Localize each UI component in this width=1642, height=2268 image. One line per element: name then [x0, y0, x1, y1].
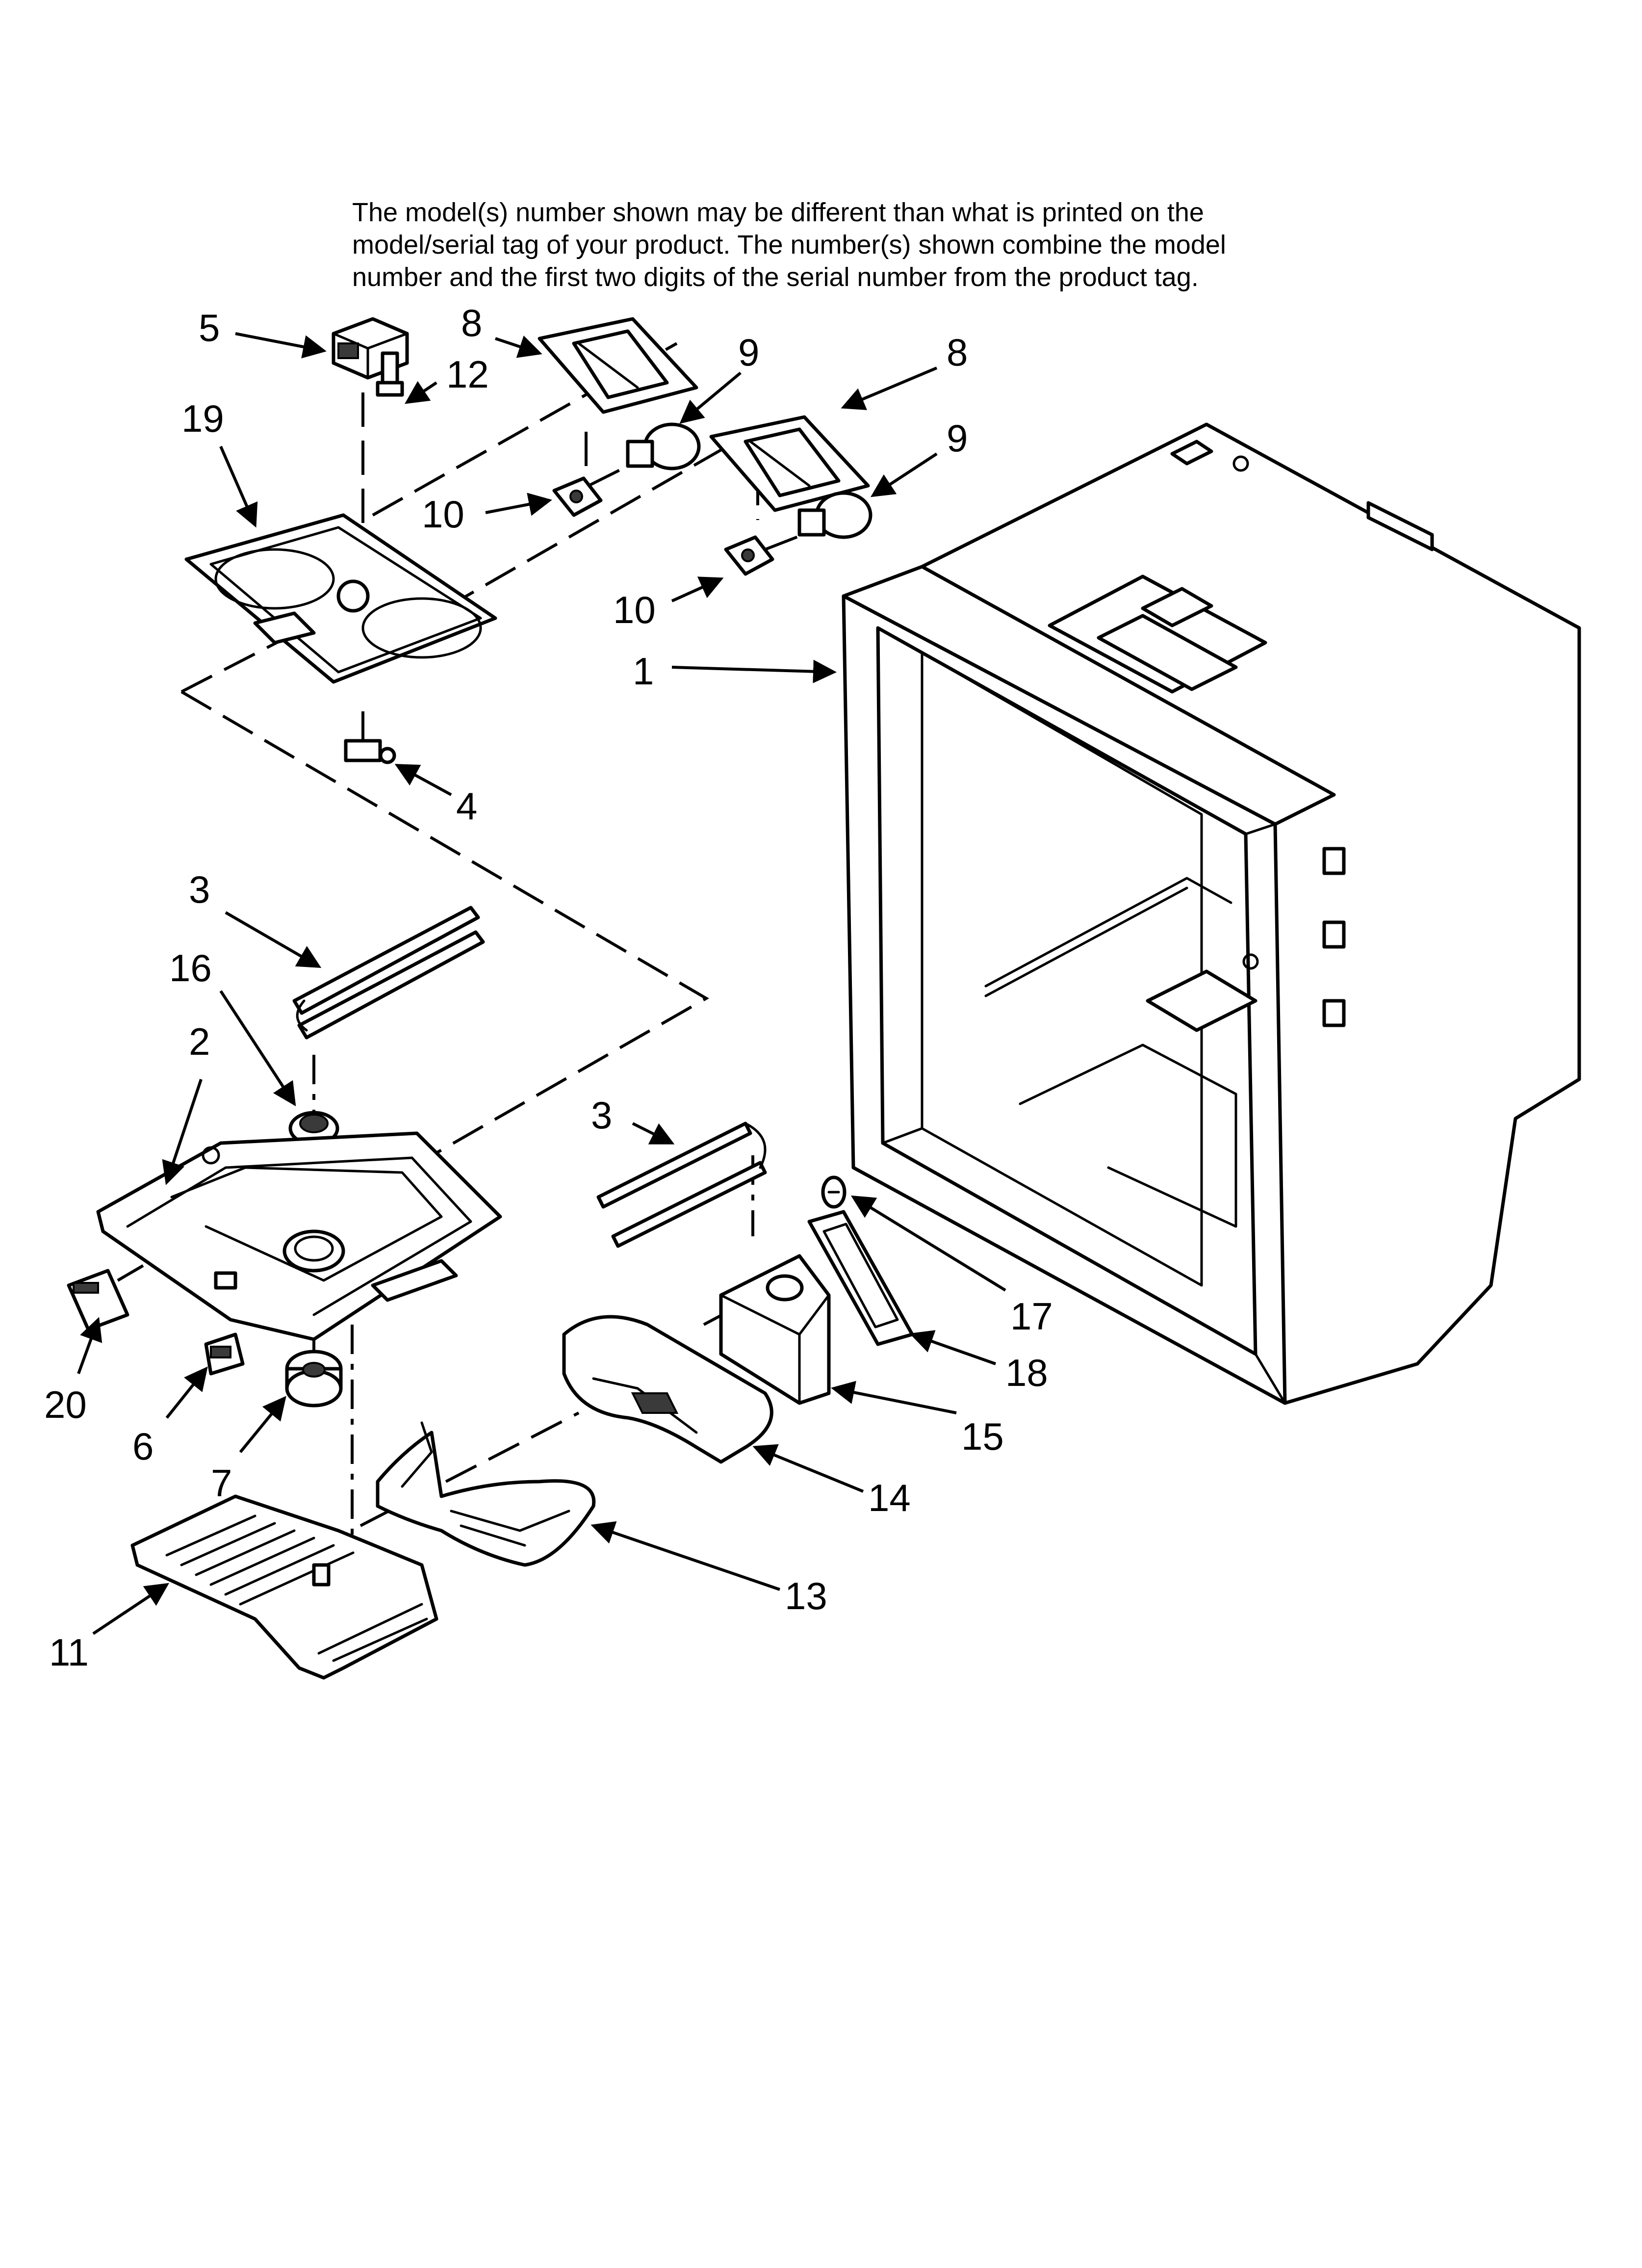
callout-number: 17 [1010, 1295, 1053, 1338]
callout-number: 3 [591, 1094, 612, 1137]
control-housing [719, 1254, 831, 1405]
callout-number: 20 [44, 1383, 87, 1426]
notice-line: The model(s) number shown may be differe… [352, 198, 1204, 227]
base-grille [130, 1494, 438, 1680]
air-duct-cover [562, 1315, 773, 1464]
callout-number: 15 [961, 1415, 1004, 1458]
callout-number: 11 [49, 1631, 89, 1674]
notice-line: number and the first two digits of the s… [352, 262, 1199, 292]
light-shield [709, 415, 870, 512]
callout-number: 8 [461, 301, 482, 344]
light-bulb [626, 422, 701, 470]
liner-cabinet [842, 422, 1581, 1405]
callout-number: 10 [613, 588, 656, 631]
air-scoop [376, 1421, 596, 1567]
light-bulb [797, 491, 872, 539]
callout-leaders [77, 332, 1006, 1635]
lamp-socket [552, 476, 603, 517]
callout-number: 7 [211, 1461, 232, 1505]
callout-number: 13 [785, 1574, 827, 1617]
callout-number: 2 [189, 1020, 210, 1063]
callout-number: 1 [633, 650, 654, 693]
callout-number: 16 [169, 946, 212, 990]
callout-labels: 5 8 12 9 8 19 9 10 10 1 4 3 16 2 3 17 18… [44, 301, 1053, 1674]
cover-clip [67, 1269, 129, 1331]
callout-number: 14 [868, 1476, 911, 1519]
light-housing-tray [184, 513, 497, 684]
drawer-slide-rail [292, 906, 485, 1040]
callout-number: 18 [1005, 1351, 1048, 1394]
model-number-notice: The model(s) number shown may be differe… [352, 196, 1480, 293]
socket-clip [344, 739, 396, 764]
screw [376, 351, 404, 397]
callout-number: 6 [132, 1425, 154, 1468]
callout-number: 19 [181, 397, 224, 440]
callout-number: 9 [947, 417, 968, 460]
callout-number: 3 [189, 868, 210, 911]
drawer-slide-rail [596, 1121, 767, 1248]
callout-number: 8 [947, 331, 968, 374]
callout-number: 5 [199, 306, 220, 349]
notice-line: model/serial tag of your product. The nu… [352, 230, 1226, 260]
rocker-switch [204, 1332, 245, 1376]
pantry-cover-base [96, 1131, 502, 1341]
callout-number: 4 [456, 784, 477, 828]
light-shield [538, 317, 698, 414]
lamp-socket [724, 535, 774, 576]
callout-number: 9 [738, 331, 759, 374]
motor-hub [285, 1350, 343, 1408]
callout-number: 12 [446, 353, 489, 396]
callout-number: 10 [422, 493, 464, 536]
mounting-screw [821, 1175, 847, 1209]
